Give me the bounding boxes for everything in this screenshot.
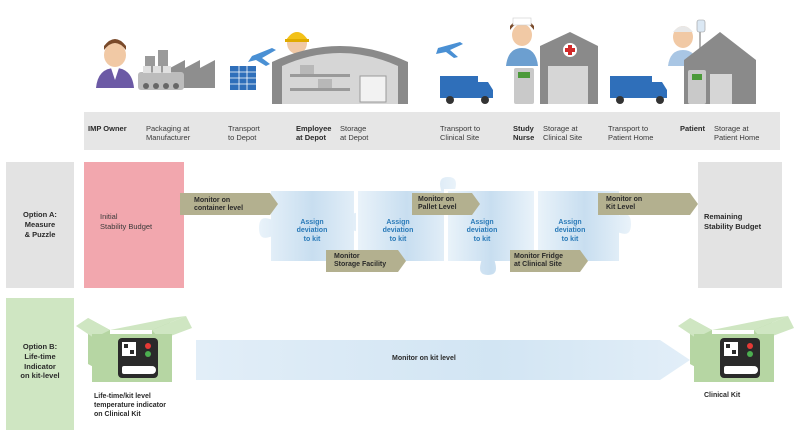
stage-imp-owner-role: IMP Owner	[88, 124, 127, 133]
option-b-box	[6, 298, 74, 430]
indicator-card-right	[720, 338, 760, 378]
remaining-budget-box	[698, 162, 782, 288]
house-icon	[684, 32, 756, 104]
stage-band	[84, 112, 780, 150]
arrow-monitor-fridge	[510, 250, 588, 272]
clinic-icon	[514, 32, 598, 104]
truck-icon-clinical	[440, 76, 493, 104]
truck-icon-patient	[610, 76, 667, 104]
arrow-monitor-container	[180, 193, 278, 215]
imp-owner-icon	[96, 39, 134, 88]
stage-patient-role: Patient	[680, 124, 706, 133]
arrow-monitor-kit	[598, 193, 698, 215]
option-a-box	[6, 162, 74, 288]
monitor-on-kit-level-label: Monitor on kit level	[392, 355, 456, 362]
warehouse-icon	[272, 46, 408, 104]
pallet-plane-icon	[230, 48, 276, 90]
nurse-icon	[506, 17, 538, 66]
arrow-monitor-pallet	[412, 193, 480, 215]
indicator-card-left	[118, 338, 158, 378]
arrow-monitor-storage	[326, 250, 406, 272]
stage-icons	[96, 17, 756, 104]
plane-icon	[436, 42, 463, 58]
factory-icon	[138, 50, 215, 90]
clinical-kit-caption: Clinical Kit	[704, 392, 741, 399]
option-a-label: Option A:Measure& Puzzle	[23, 210, 57, 239]
initial-budget-box	[84, 162, 184, 288]
